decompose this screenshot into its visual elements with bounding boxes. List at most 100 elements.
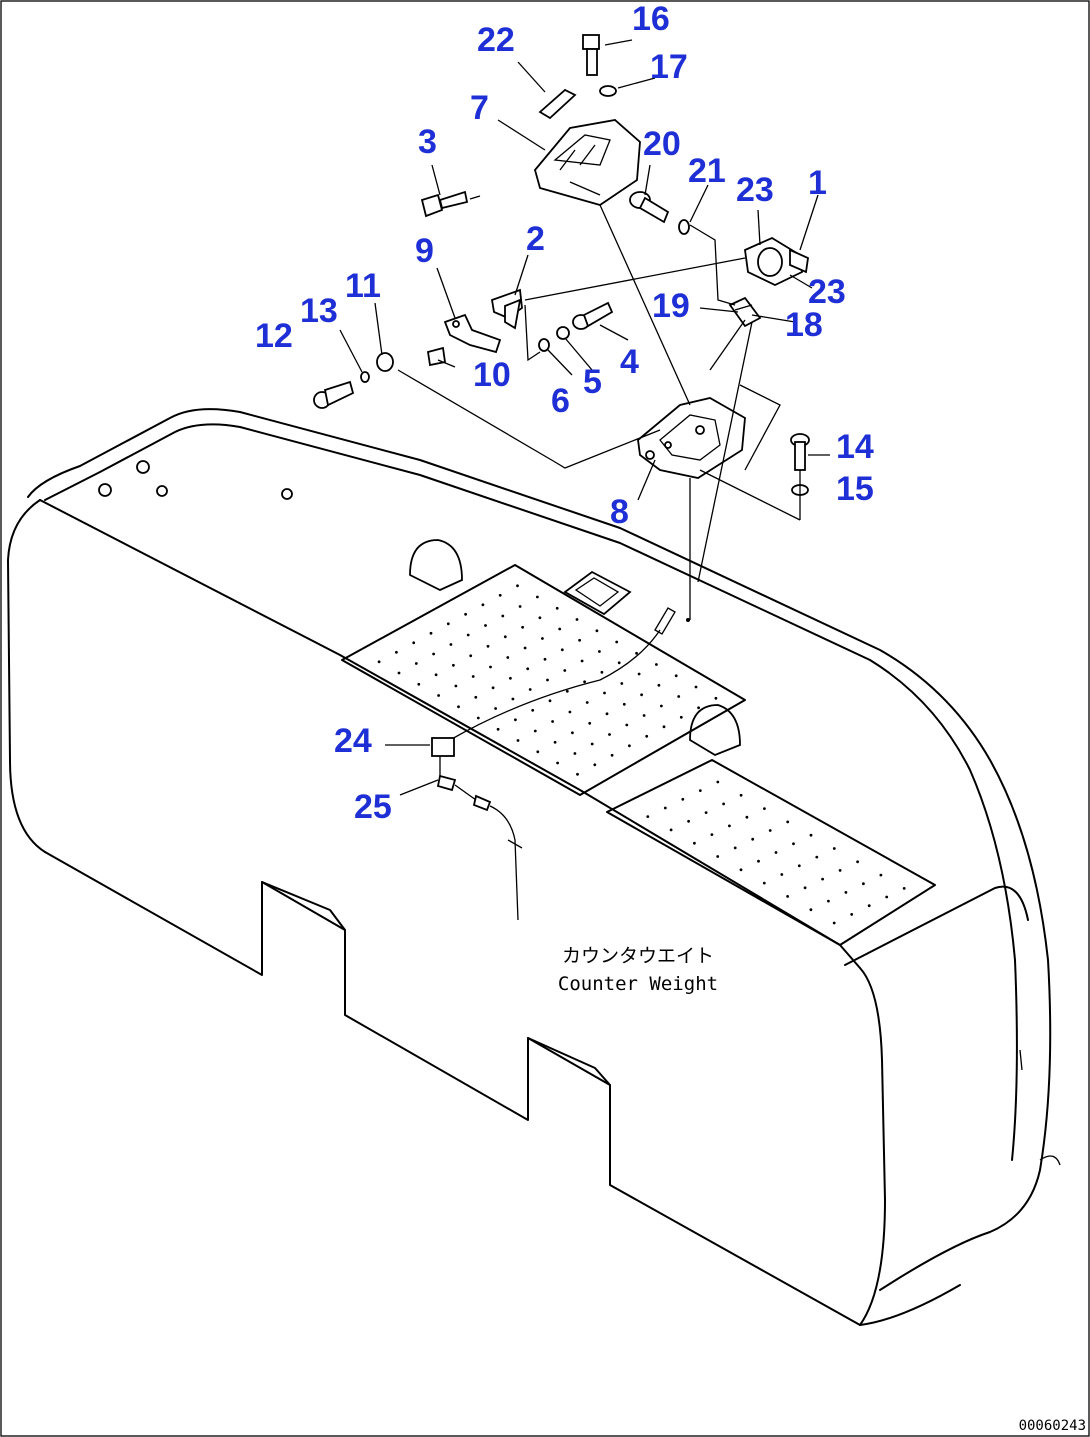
plate-dot [466,633,470,637]
plate-dot [518,605,522,608]
plate-dot [722,802,725,806]
callout-20: 20 [643,125,681,163]
plate-dot [838,869,842,872]
plate-dot [503,635,507,639]
plate-dot [780,873,784,876]
plate-dot [565,689,569,693]
plate-dot [739,868,743,872]
plate-dot [902,887,906,890]
plate-dot [856,860,859,864]
callout-19: 19 [652,287,690,325]
plate-dot [551,720,554,723]
plate-dot [533,729,537,733]
plate-dot [538,616,542,620]
plate-dot [575,618,579,621]
plate-dot [615,640,619,644]
plate-dot [429,631,433,635]
plate-dot [454,684,458,688]
plate-dot [598,650,601,653]
plate-dot [469,654,473,658]
part-14-bolt [790,433,810,471]
plate-dot [620,682,624,685]
part-5-washer [556,326,570,340]
plate-dot [509,676,512,680]
plate-dot [640,693,643,697]
plate-dot [677,695,681,698]
plate-dot [733,846,737,850]
part-11 [376,352,394,372]
callout-6: 6 [551,382,570,420]
plate-dot [832,921,836,925]
plate-dot [556,761,559,765]
plate-dot [501,614,505,618]
plate-dot [516,739,520,742]
anchor-point [686,618,690,622]
part-17-washer [599,85,617,97]
callout-18: 18 [785,306,823,344]
plate-dot [595,629,599,633]
callout-22: 22 [477,21,515,59]
plate-dot [457,705,460,709]
plate-dot [555,606,559,610]
plate-dot [786,820,790,824]
plate-dot [548,699,552,703]
plate-dot [476,716,480,720]
plate-dot [867,904,871,908]
plate-dot [687,819,690,823]
plate-dot [745,815,749,819]
callout-15: 15 [836,470,874,508]
plate-dot [585,701,589,704]
callout-11: 11 [345,267,381,305]
body-label-en: Counter Weight [558,973,718,995]
plate-dot [751,837,755,841]
plate-dot [832,847,836,850]
part-21 [678,219,690,235]
part-4-bolt [572,301,614,330]
part-2-bracket [490,288,523,330]
plate-dot [449,643,453,646]
plate-dot [432,652,435,656]
callout-13: 13 [300,292,338,330]
plate-dot [521,625,524,629]
callout-14: 14 [836,428,874,466]
part-7-cover [534,119,641,206]
plate-dot [546,678,549,682]
plate-dot [580,659,584,663]
plate-dot [494,707,497,710]
plate-dot [543,657,547,661]
plate-dot [879,873,883,877]
plate-dot [558,627,562,631]
plate-dot [563,669,567,672]
plate-dot [528,688,532,691]
plate-dot [417,682,421,686]
plate-dot [514,718,517,722]
plate-dot [763,807,766,810]
plate-dot [728,824,731,828]
plate-dot [768,829,772,832]
plate-dot [655,663,658,666]
plate-dot [637,672,641,676]
plate-dot [437,694,440,697]
part-3-bolt [420,190,469,218]
plate-dot [484,624,487,627]
plate-dot [662,725,666,729]
plate-dot [414,662,418,665]
plate-dot [576,772,579,776]
part-22 [538,88,577,120]
plate-dot [593,763,597,767]
plate-dot [573,752,577,755]
callout-1: 1 [808,164,827,202]
plate-dot [498,593,502,597]
plate-dot [516,584,519,588]
plate-dot [646,815,650,818]
callout-10: 10 [473,356,511,394]
plate-dot [605,712,609,716]
plate-dot [693,841,696,845]
plate-dot [694,685,698,689]
leader-lines [339,39,830,796]
plate-dot [660,704,663,708]
part-20-bolt [629,191,670,224]
mounting-bosses [98,460,741,757]
callout-23-upper: 23 [736,171,774,209]
